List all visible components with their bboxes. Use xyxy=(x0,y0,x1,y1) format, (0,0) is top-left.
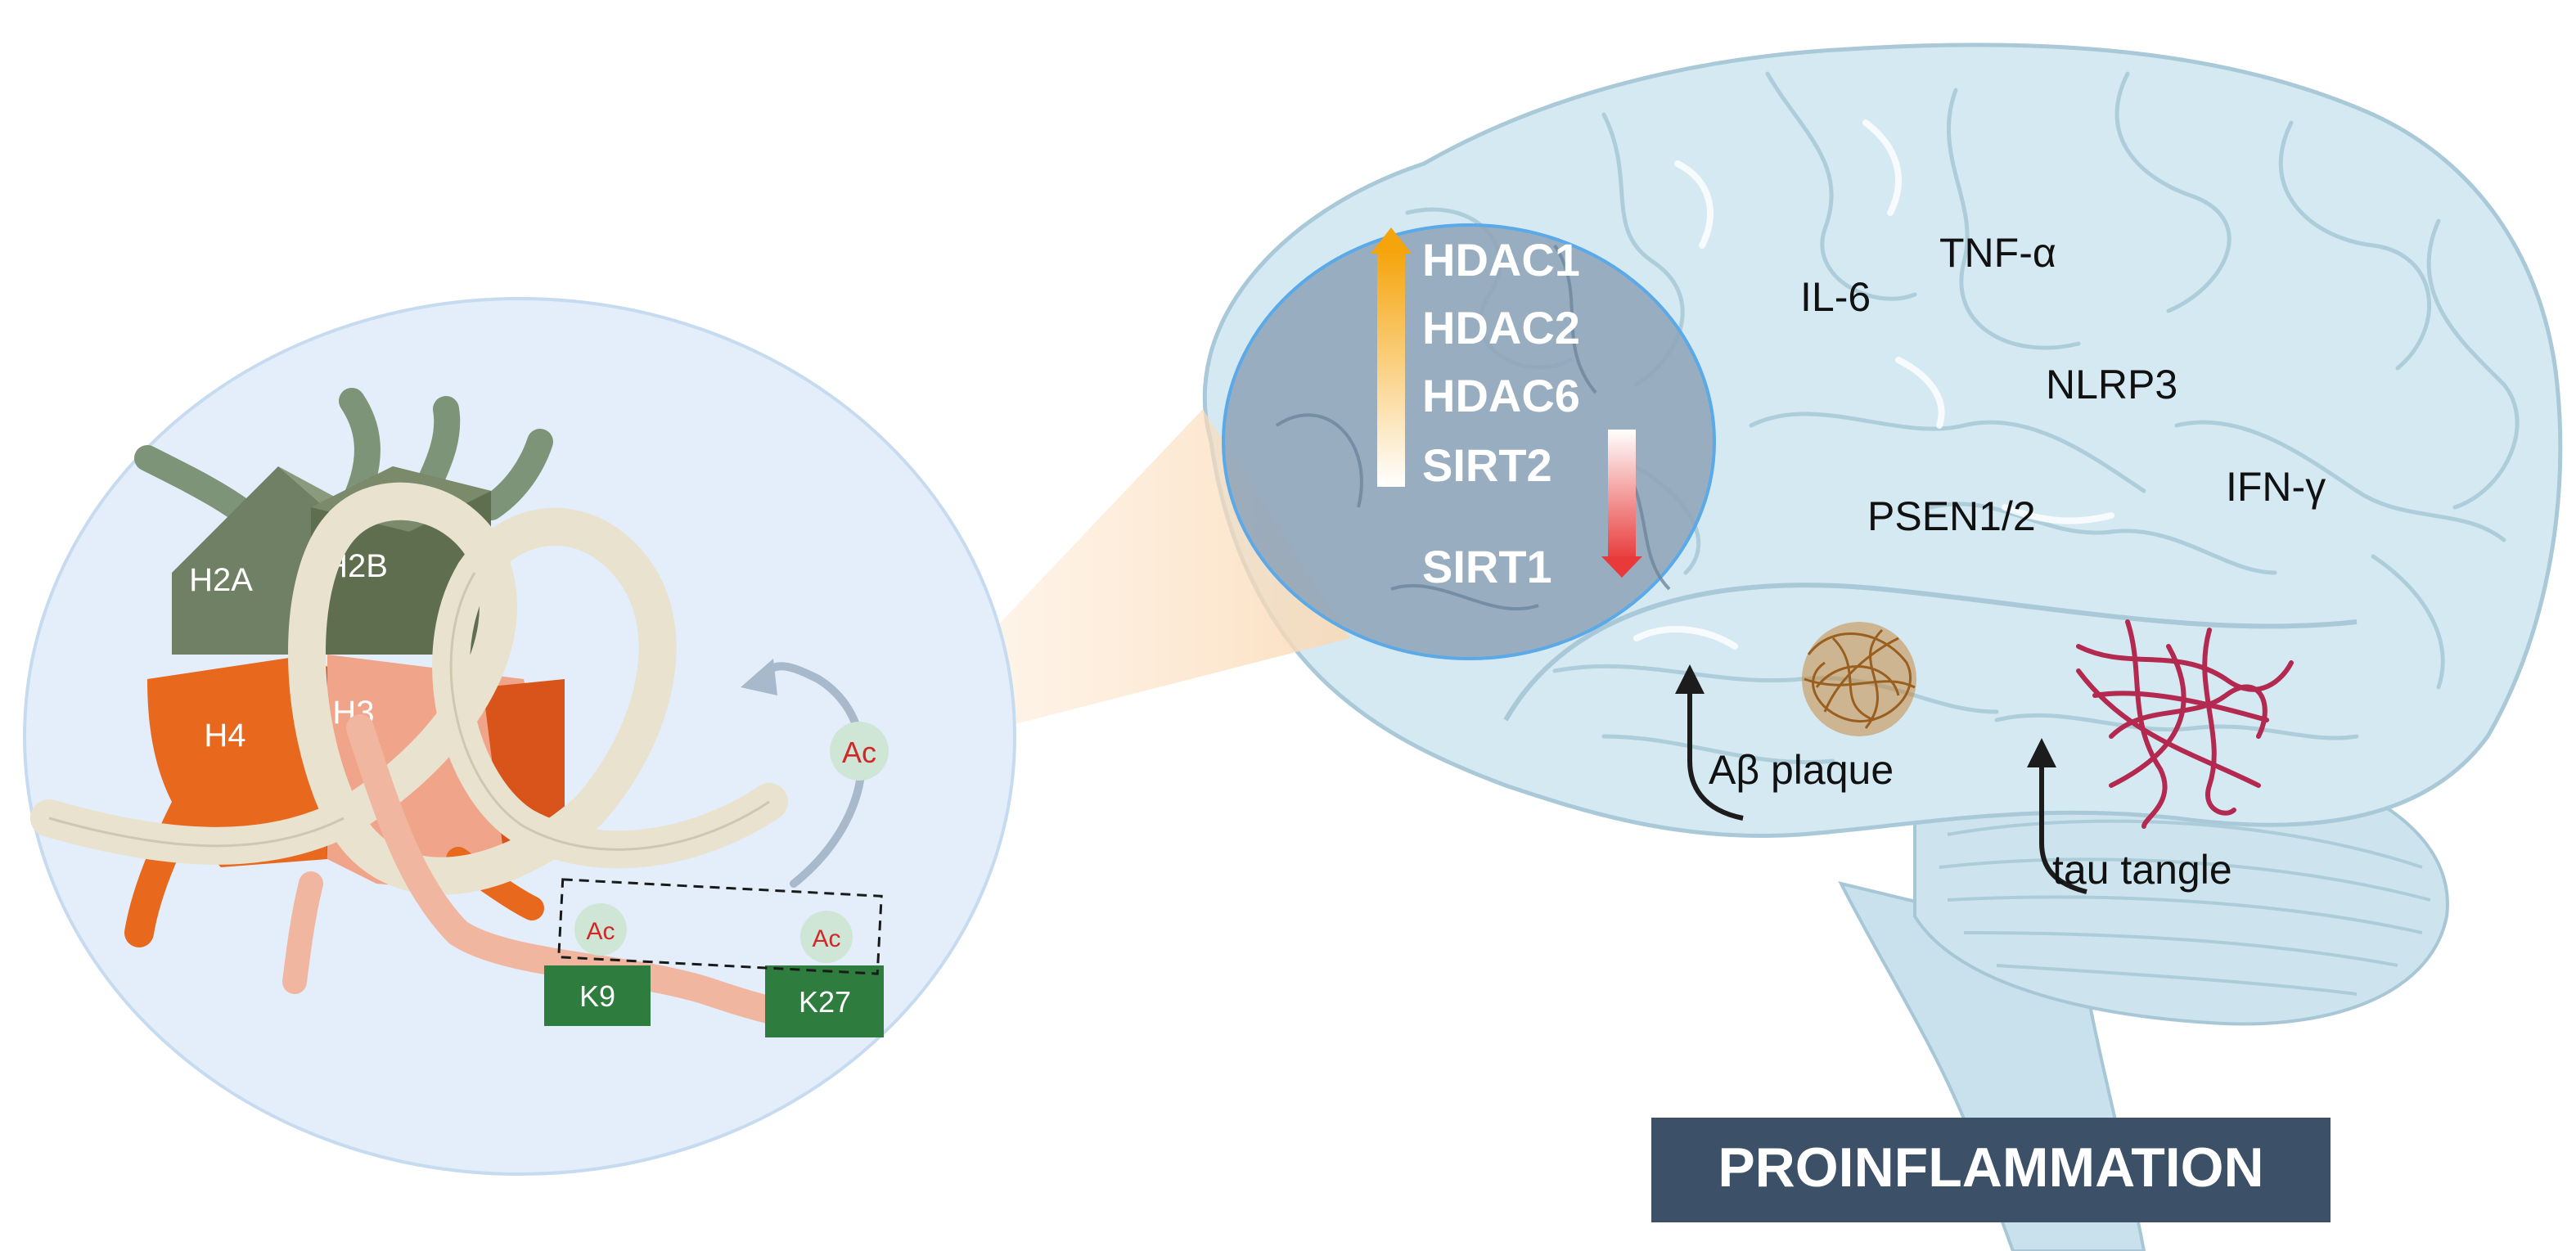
amyloid-plaque-label: Aβ plaque xyxy=(1709,747,1894,793)
k9-label: K9 xyxy=(579,979,615,1013)
hdac6-label: HDAC6 xyxy=(1422,370,1580,421)
psen-label: PSEN1/2 xyxy=(1867,493,2036,539)
sirt1-label: SIRT1 xyxy=(1422,541,1552,592)
sirt2-label: SIRT2 xyxy=(1422,439,1552,491)
nucleosome-panel: H2A H2B H4 H3 xyxy=(23,297,1016,1176)
amyloid-up-arrow xyxy=(1675,664,1744,821)
h2a-label: H2A xyxy=(189,562,253,598)
free-acetyl-label: Ac xyxy=(842,736,876,769)
up-arrow-shaft xyxy=(1377,250,1405,487)
up-arrow-head xyxy=(1371,227,1412,254)
ac-mark-k9-label: Ac xyxy=(586,918,615,945)
nlrp3-label: NLRP3 xyxy=(2046,362,2177,407)
tau-tangle-illustration xyxy=(2076,619,2294,829)
ac-mark-k27 xyxy=(800,911,853,963)
proinflammation-label: PROINFLAMMATION xyxy=(1718,1136,2263,1199)
down-arrow-shaft xyxy=(1608,430,1636,560)
deacetylation-arrow xyxy=(757,662,867,888)
free-acetyl-group xyxy=(830,722,889,781)
hdac-ellipse xyxy=(1222,223,1716,660)
ac-mark-k27-label: Ac xyxy=(812,925,840,952)
h4-label: H4 xyxy=(204,718,245,754)
amyloid-plaque-illustration xyxy=(1802,622,1916,736)
hdac-panel: HDAC1 HDAC2 HDAC6 SIRT2 SIRT1 xyxy=(1222,223,1716,660)
k27-box xyxy=(765,965,884,1037)
acetylation-dashed-box xyxy=(557,878,883,975)
ac-mark-k9 xyxy=(574,903,627,956)
proinflammation-banner xyxy=(1651,1118,2331,1222)
tau-tangle-label: tau tangle xyxy=(2052,847,2232,893)
k27-label: K27 xyxy=(799,985,851,1019)
cerebellum-folds xyxy=(1939,819,2431,996)
tnf-alpha-label: TNF-α xyxy=(1939,230,2056,276)
hdac2-label: HDAC2 xyxy=(1422,302,1580,353)
il6-label: IL-6 xyxy=(1800,274,1871,320)
k9-box xyxy=(544,965,651,1026)
down-arrow-head xyxy=(1601,556,1642,578)
ifn-gamma-label: IFN-γ xyxy=(2226,464,2326,510)
tau-up-arrow xyxy=(2027,738,2087,894)
hdac1-label: HDAC1 xyxy=(1422,234,1580,286)
